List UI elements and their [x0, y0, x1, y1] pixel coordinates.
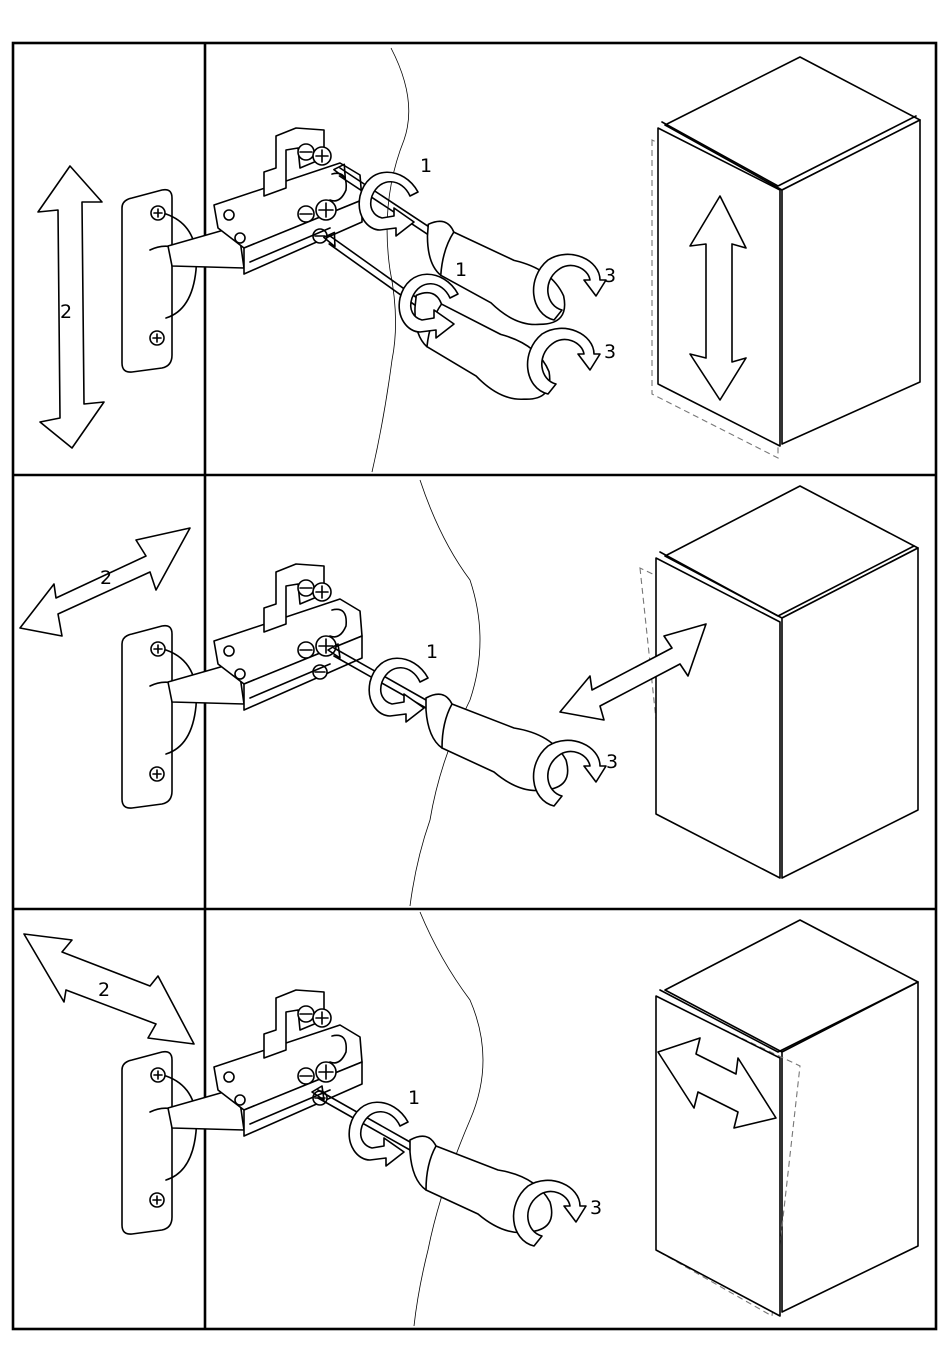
screwdriver-depth: 1 3: [328, 641, 618, 806]
label-screw-front-lower: 1: [455, 259, 467, 281]
screwdriver-upper: 1 3: [324, 155, 616, 327]
cabinet-side: [656, 920, 918, 1316]
label-screw-rear-depth: 3: [606, 751, 618, 773]
hinge-depth: [122, 564, 362, 808]
label-screw-front-depth: 1: [426, 641, 438, 663]
label-move-side: 2: [98, 979, 110, 1001]
label-move-vertical: 2: [60, 301, 72, 323]
panel-depth: 2 1 3: [20, 480, 918, 906]
panel-side: 2 1 3: [24, 912, 918, 1326]
label-screw-rear-upper: 3: [604, 265, 616, 287]
label-screw-rear-lower: 3: [604, 341, 616, 363]
vertical-move-arrow: 2: [38, 166, 104, 448]
label-screw-rear-side: 3: [590, 1197, 602, 1219]
side-move-arrow: 2: [24, 934, 194, 1044]
hinge-vertical: [122, 128, 362, 372]
label-move-depth: 2: [100, 567, 112, 589]
label-screw-front-side: 1: [408, 1087, 420, 1109]
cabinet-depth: [560, 486, 918, 878]
depth-move-arrow: 2: [20, 528, 190, 636]
cabinet-vertical: [652, 57, 920, 458]
screwdriver-side: 1 3: [312, 1086, 602, 1246]
label-screw-front-upper: 1: [420, 155, 432, 177]
panel-vertical: 2 1 3 1 3: [38, 48, 920, 472]
